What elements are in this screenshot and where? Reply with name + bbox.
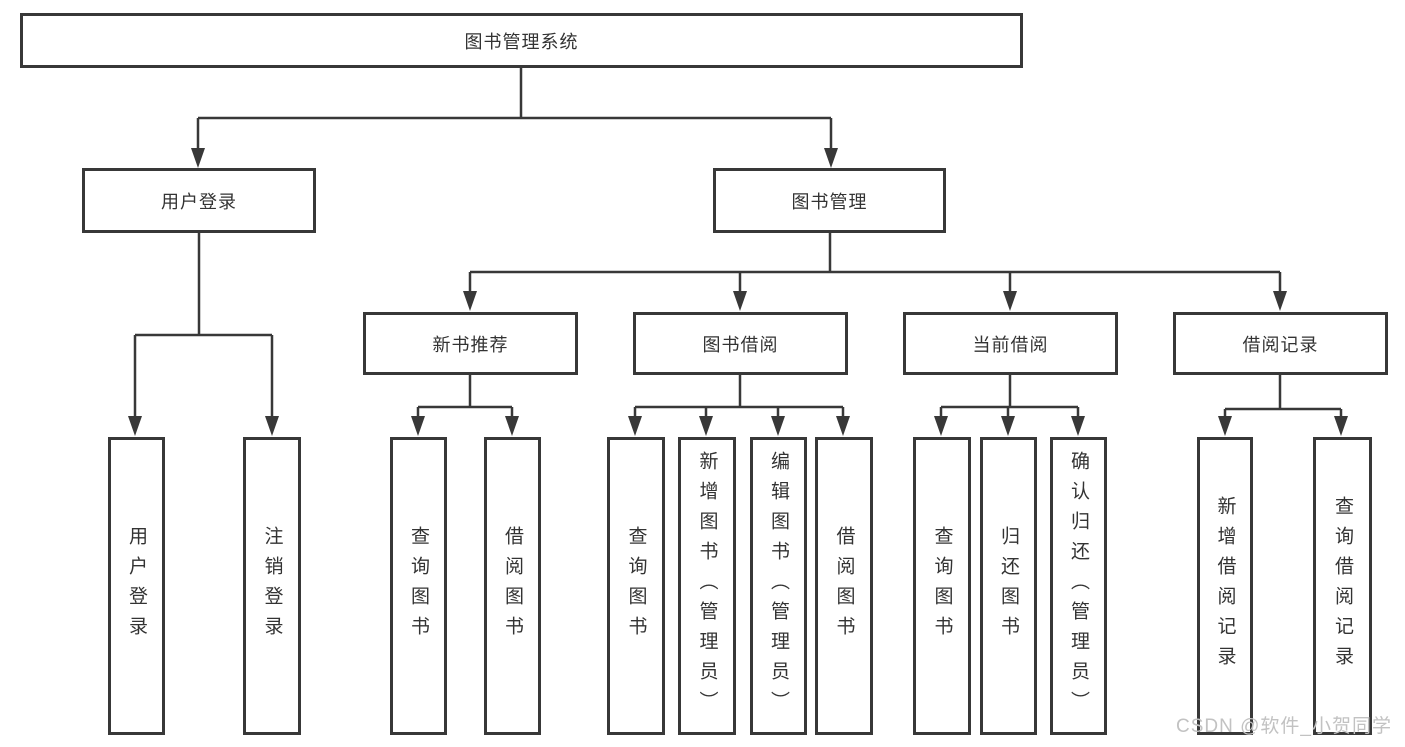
leaf-label: 借阅图书 (833, 526, 855, 646)
leaf-confirm-return-admin: 确认归还（管理员） (1050, 437, 1107, 735)
node-current-borrowing: 当前借阅 (903, 312, 1118, 375)
leaf-label: 借阅图书 (502, 526, 523, 646)
leaf-label: 确认归还（管理员） (1068, 451, 1089, 721)
leaf-user-login: 用户登录 (108, 437, 165, 735)
node-user-login: 用户登录 (82, 168, 316, 233)
leaf-label: 新增图书（管理员） (696, 451, 718, 721)
leaf-borrow-books-recommend: 借阅图书 (484, 437, 541, 735)
node-new-book-recommendation: 新书推荐 (363, 312, 578, 375)
leaf-label: 新增借阅记录 (1214, 496, 1236, 676)
leaf-query-books-recommend: 查询图书 (390, 437, 447, 735)
leaf-label: 注销登录 (261, 526, 283, 646)
node-borrowing-records: 借阅记录 (1173, 312, 1388, 375)
node-book-borrowing: 图书借阅 (633, 312, 848, 375)
leaf-label: 查询图书 (408, 526, 429, 646)
leaf-label: 查询图书 (625, 526, 647, 646)
node-root: 图书管理系统 (20, 13, 1023, 68)
leaf-query-books-borrowing: 查询图书 (607, 437, 665, 735)
leaf-label: 查询图书 (931, 526, 953, 646)
leaf-borrow-books-borrowing: 借阅图书 (815, 437, 873, 735)
csdn-watermark: CSDN @软件_小贺同学 (1176, 716, 1392, 737)
leaf-add-books-admin: 新增图书（管理员） (678, 437, 736, 735)
leaf-return-books: 归还图书 (980, 437, 1037, 735)
leaf-edit-books-admin: 编辑图书（管理员） (750, 437, 807, 735)
leaf-logout-login: 注销登录 (243, 437, 301, 735)
leaf-label: 用户登录 (126, 526, 147, 646)
leaf-label: 归还图书 (998, 526, 1019, 646)
leaf-query-borrow-record: 查询借阅记录 (1313, 437, 1372, 735)
leaf-label: 查询借阅记录 (1332, 496, 1353, 676)
leaf-add-borrow-record: 新增借阅记录 (1197, 437, 1253, 735)
leaf-query-books-current: 查询图书 (913, 437, 971, 735)
node-book-management: 图书管理 (713, 168, 946, 233)
leaf-label: 编辑图书（管理员） (768, 451, 789, 721)
